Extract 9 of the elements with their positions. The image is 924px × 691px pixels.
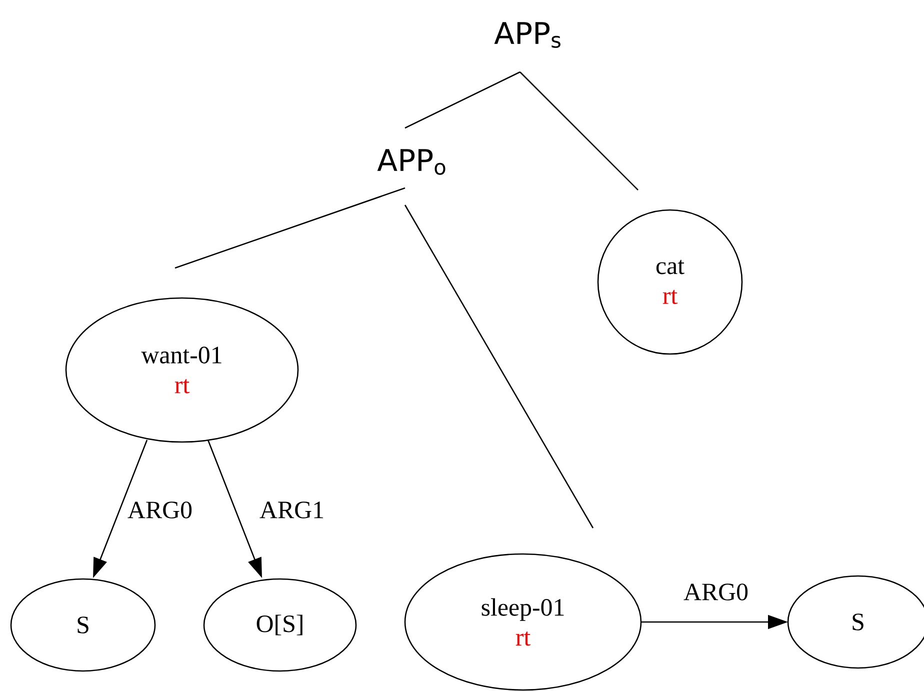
tree-branch	[404, 71, 520, 129]
edge-label: ARG1	[258, 500, 326, 520]
edge-label: ARG0	[126, 500, 194, 520]
tree-branch	[174, 187, 406, 269]
tree-label: APP$_{o}$	[377, 149, 446, 175]
tree-branch	[520, 72, 638, 190]
tree-label: APP$_{s}$	[494, 22, 560, 48]
tree-branch	[404, 204, 594, 528]
edge-label: ARG0	[682, 582, 750, 602]
